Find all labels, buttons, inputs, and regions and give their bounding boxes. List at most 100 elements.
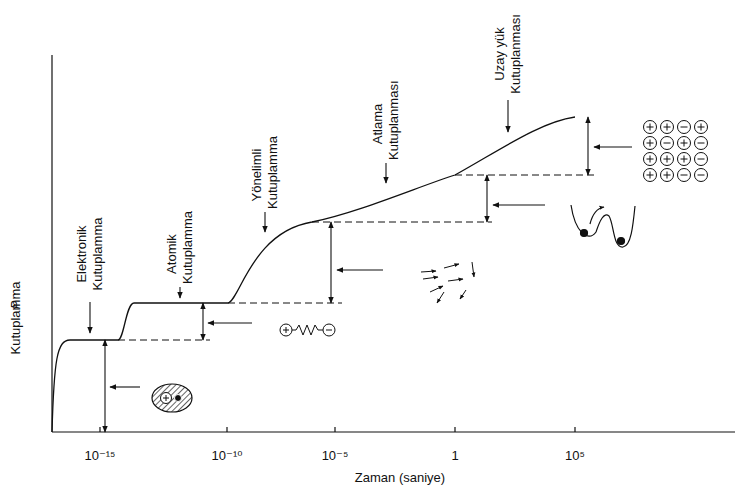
nucleus bbox=[161, 393, 172, 404]
sign-bar bbox=[681, 175, 688, 176]
spring bbox=[292, 325, 323, 335]
pointer-arrow bbox=[594, 146, 632, 147]
double-well-sketch bbox=[571, 205, 635, 247]
dashed-line bbox=[228, 303, 342, 304]
charge-circle bbox=[678, 169, 691, 182]
dipole-arrows bbox=[421, 262, 474, 303]
negative-ion bbox=[323, 324, 335, 336]
charge-symbol bbox=[695, 169, 708, 182]
leader-arrow bbox=[507, 100, 508, 132]
charge-symbol bbox=[695, 137, 708, 150]
charge-symbol bbox=[678, 121, 691, 134]
leader-arrow bbox=[179, 287, 180, 298]
particle bbox=[581, 230, 588, 237]
sign-bar bbox=[650, 156, 651, 163]
charge-symbol bbox=[661, 153, 674, 166]
charge-circle bbox=[678, 121, 691, 134]
charge-symbol bbox=[661, 121, 674, 134]
sign-bar bbox=[650, 172, 651, 179]
tick bbox=[334, 427, 335, 432]
electron-cloud bbox=[152, 384, 192, 412]
charge-center bbox=[175, 395, 182, 402]
potential-well bbox=[571, 205, 635, 247]
charge-symbol bbox=[644, 153, 657, 166]
axis-title: Kutuplamma bbox=[8, 282, 24, 355]
charge-circle bbox=[678, 153, 691, 166]
tick bbox=[574, 427, 575, 432]
tick-label: 10⁻⁵ bbox=[322, 448, 349, 464]
leader-arrow bbox=[89, 302, 90, 333]
charge-circle bbox=[661, 137, 674, 150]
dashed-line bbox=[118, 340, 210, 341]
tick bbox=[99, 427, 100, 432]
mechanism-label: Elektronik Kutuplamma bbox=[74, 209, 106, 299]
small-arrow bbox=[460, 290, 466, 299]
leader-arrow bbox=[264, 212, 265, 232]
small-arrow bbox=[444, 264, 459, 268]
sign-bar bbox=[650, 140, 651, 147]
axes bbox=[52, 55, 735, 432]
pointer-arrows bbox=[110, 147, 632, 387]
sign-bar bbox=[667, 172, 668, 179]
plus-sign bbox=[166, 395, 167, 401]
pointer-arrow bbox=[208, 322, 252, 323]
polarization-curve bbox=[52, 117, 575, 432]
y-axis bbox=[51, 55, 52, 432]
minus-sign bbox=[326, 330, 332, 331]
charge-circle bbox=[678, 137, 691, 150]
tick-label: 10⁻¹⁵ bbox=[84, 448, 115, 464]
x-axis bbox=[52, 431, 735, 432]
charge-circle bbox=[695, 121, 708, 134]
charge-circle bbox=[644, 121, 657, 134]
charge-symbol bbox=[644, 169, 657, 182]
sign-bar bbox=[684, 156, 685, 163]
mechanism-label: Yönelimli Kutuplamma bbox=[249, 141, 281, 209]
charge-symbol bbox=[695, 153, 708, 166]
charge-symbol bbox=[644, 121, 657, 134]
charge-circle bbox=[695, 169, 708, 182]
sign-bar bbox=[698, 175, 705, 176]
tick-label: 10⁻¹⁰ bbox=[212, 448, 243, 464]
charge-circle bbox=[644, 153, 657, 166]
label-arrows bbox=[90, 100, 508, 333]
charge-symbol bbox=[695, 121, 708, 134]
sign-bar bbox=[650, 124, 651, 131]
sign-bar bbox=[698, 159, 705, 160]
sign-bar bbox=[681, 127, 688, 128]
atom-sketch bbox=[152, 384, 192, 412]
pointer-arrow bbox=[110, 386, 140, 387]
charge-circle bbox=[644, 137, 657, 150]
sign-bar bbox=[664, 143, 671, 144]
mechanism-label: Atlama Kutuplanması bbox=[370, 88, 402, 160]
small-arrow bbox=[448, 279, 463, 281]
positive-ion bbox=[280, 324, 292, 336]
double-arrow bbox=[202, 303, 203, 340]
plus-sign bbox=[286, 327, 287, 333]
double-arrow bbox=[486, 175, 487, 222]
small-arrow bbox=[423, 277, 438, 279]
small-arrow bbox=[421, 271, 436, 272]
charge-circle bbox=[644, 169, 657, 182]
leader-arrow bbox=[385, 163, 386, 183]
charge-circle bbox=[695, 137, 708, 150]
charge-symbol bbox=[678, 153, 691, 166]
charge-symbol bbox=[661, 169, 674, 182]
sign-bar bbox=[684, 140, 685, 147]
tick-label: 1 bbox=[451, 448, 458, 464]
tick-label: 10⁵ bbox=[565, 448, 585, 464]
space-charge-grid bbox=[644, 121, 708, 182]
magnitude-arrows bbox=[105, 117, 588, 432]
double-arrow bbox=[587, 117, 588, 175]
charge-circle bbox=[661, 169, 674, 182]
charge-symbol bbox=[678, 169, 691, 182]
mechanism-label: Atomik Kutuplamma bbox=[164, 224, 196, 284]
axis-symbol: P bbox=[8, 301, 24, 310]
sign-bar bbox=[701, 124, 702, 131]
dashed-levels bbox=[118, 175, 596, 340]
small-arrow bbox=[437, 292, 444, 303]
small-arrow bbox=[430, 286, 443, 292]
charge-circle bbox=[661, 153, 674, 166]
hop-arrow bbox=[590, 207, 604, 224]
